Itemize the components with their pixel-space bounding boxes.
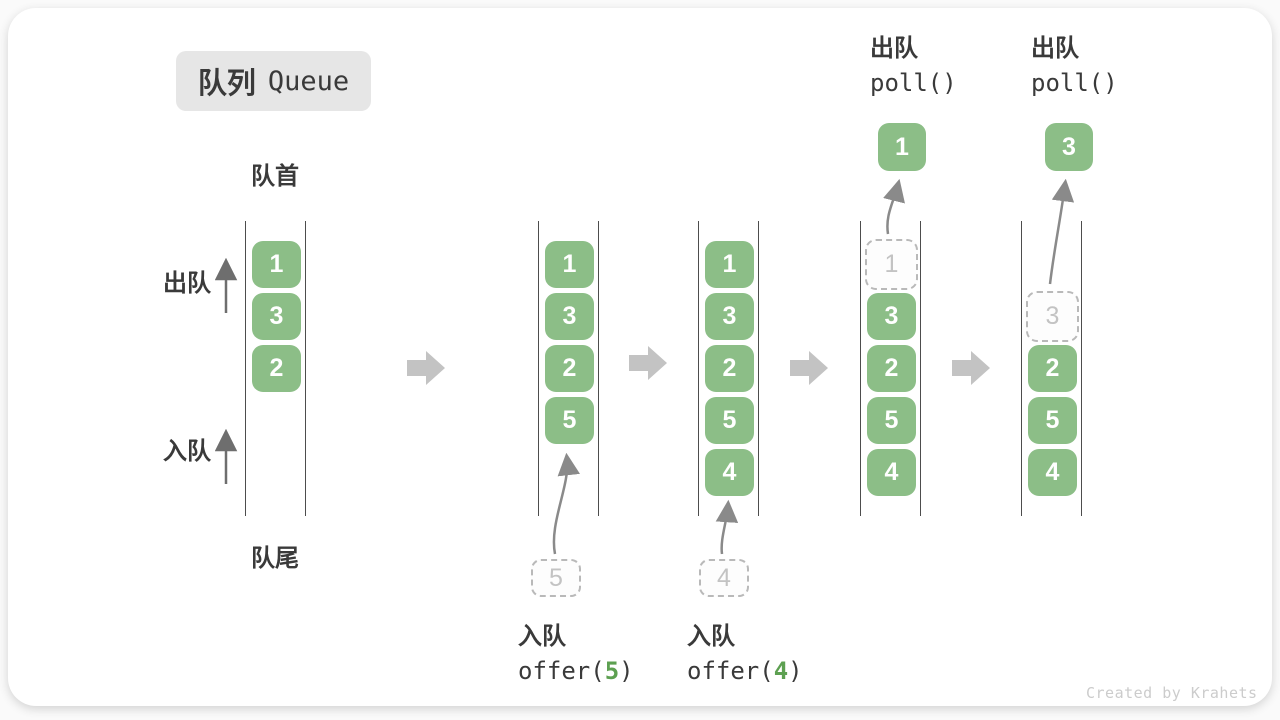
dequeue-op-code: poll() [1031, 69, 1118, 97]
queue-element: 5 [867, 397, 916, 444]
queue-element: 4 [1028, 449, 1077, 496]
queue-state-column-3: 1 3 2 5 4 [698, 221, 759, 516]
queue-element: 2 [867, 345, 916, 392]
queue-element: 5 [705, 397, 754, 444]
queue-element: 4 [705, 449, 754, 496]
code-suffix: ) [788, 657, 803, 685]
queue-element: 2 [545, 345, 594, 392]
code-arg: 4 [773, 657, 789, 685]
queue-element: 4 [867, 449, 916, 496]
title-box: 队列 Queue [176, 51, 371, 111]
enqueue-op-zh: 入队 [687, 623, 735, 650]
label-queue-rear: 队尾 [251, 545, 299, 572]
enqueue-pending-element: 4 [699, 559, 749, 597]
title-zh: 队列 [197, 68, 256, 100]
dequeued-element: 1 [878, 123, 926, 171]
label-dequeue-direction: 出队 [163, 270, 211, 297]
enqueue-op-label-1: 入队 offer(5) [518, 623, 634, 685]
queue-element: 5 [545, 397, 594, 444]
dequeue-op-label-2: 出队 poll() [1031, 35, 1118, 97]
queue-state-column-2: 1 3 2 5 [538, 221, 599, 516]
queue-element: 3 [705, 293, 754, 340]
arrows-overlay [214, 178, 1075, 555]
code-suffix: ) [619, 657, 634, 685]
queue-element-removed: 1 [865, 239, 918, 290]
watermark: Created by Krahets [1086, 684, 1258, 702]
dequeue-op-code: poll() [870, 69, 957, 97]
enqueue-pending-element: 5 [531, 559, 581, 597]
dequeued-element: 3 [1045, 123, 1093, 171]
label-queue-front: 队首 [251, 163, 299, 190]
queue-element: 1 [545, 241, 594, 288]
queue-element: 1 [705, 241, 754, 288]
queue-element: 2 [252, 345, 301, 392]
enqueue-op-code: offer(5) [518, 657, 634, 685]
queue-element: 2 [1028, 345, 1077, 392]
dequeue-op-label-1: 出队 poll() [870, 35, 957, 97]
queue-element: 3 [867, 293, 916, 340]
enqueue-op-zh: 入队 [518, 623, 566, 650]
dequeue-op-zh: 出队 [870, 35, 918, 62]
enqueue-op-code: offer(4) [687, 657, 803, 685]
queue-element: 2 [705, 345, 754, 392]
queue-element: 3 [545, 293, 594, 340]
queue-state-column-1: 1 3 2 [245, 221, 306, 516]
queue-element-removed: 3 [1026, 291, 1079, 342]
queue-element: 1 [252, 241, 301, 288]
code-prefix: offer( [518, 657, 605, 685]
label-enqueue-direction: 入队 [163, 438, 211, 465]
queue-element: 5 [1028, 397, 1077, 444]
title-en: Queue [267, 65, 350, 97]
code-prefix: offer( [687, 657, 774, 685]
code-arg: 5 [604, 657, 620, 685]
queue-element: 3 [252, 293, 301, 340]
enqueue-op-label-2: 入队 offer(4) [687, 623, 803, 685]
dequeue-op-zh: 出队 [1031, 35, 1079, 62]
